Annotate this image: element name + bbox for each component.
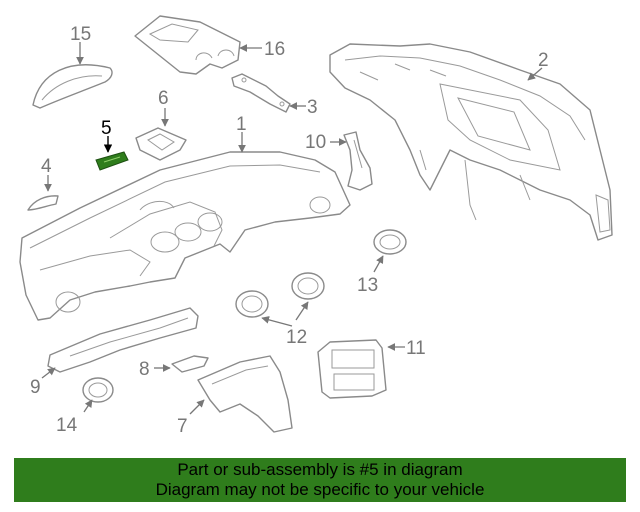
- callout-14: 14: [56, 415, 78, 436]
- callout-12: 12: [286, 327, 307, 348]
- callout-8: 8: [139, 359, 150, 380]
- part-1-instrument-panel: [19, 132, 351, 321]
- part-12-vents: [235, 272, 325, 327]
- part-10-side-bracket: [330, 131, 373, 191]
- diagram-notice-banner: Part or sub-assembly is #5 in diagram Di…: [14, 458, 626, 502]
- parts-diagram: 15 16 2 6 3 5 1 10 4 13 12 11 8 9 7 14: [19, 15, 613, 437]
- part-4-end-cap: [27, 175, 59, 211]
- callout-6: 6: [158, 88, 169, 109]
- part-6-panel: [135, 108, 187, 161]
- callout-9: 9: [30, 377, 41, 398]
- callout-16: 16: [264, 39, 285, 60]
- part-14-vent: [82, 377, 114, 413]
- callout-1: 1: [236, 114, 247, 135]
- callout-13: 13: [357, 275, 378, 296]
- part-8-trim-piece: [154, 355, 209, 373]
- callout-3: 3: [307, 97, 318, 118]
- callout-2: 2: [538, 50, 549, 71]
- part-11-radio-bezel: [317, 339, 405, 399]
- part-16-cluster-hood: [134, 15, 262, 75]
- part-13-vent: [373, 229, 407, 273]
- part-5-highlighted: [95, 136, 129, 171]
- banner-line-2: Diagram may not be specific to your vehi…: [155, 480, 485, 499]
- callout-15: 15: [70, 24, 91, 45]
- callout-5: 5: [101, 118, 112, 139]
- part-15-cover: [32, 42, 113, 109]
- part-7-console-panel: [189, 355, 293, 433]
- banner-line-1: Part or sub-assembly is #5 in diagram: [177, 460, 463, 479]
- callout-7: 7: [177, 416, 188, 437]
- part-2-crosscar-beam: [329, 43, 613, 241]
- part-3-bracket: [231, 73, 306, 113]
- callout-11: 11: [406, 338, 426, 359]
- part-9-lower-trim: [41, 307, 199, 379]
- callout-4: 4: [41, 156, 52, 177]
- callout-10: 10: [305, 132, 326, 153]
